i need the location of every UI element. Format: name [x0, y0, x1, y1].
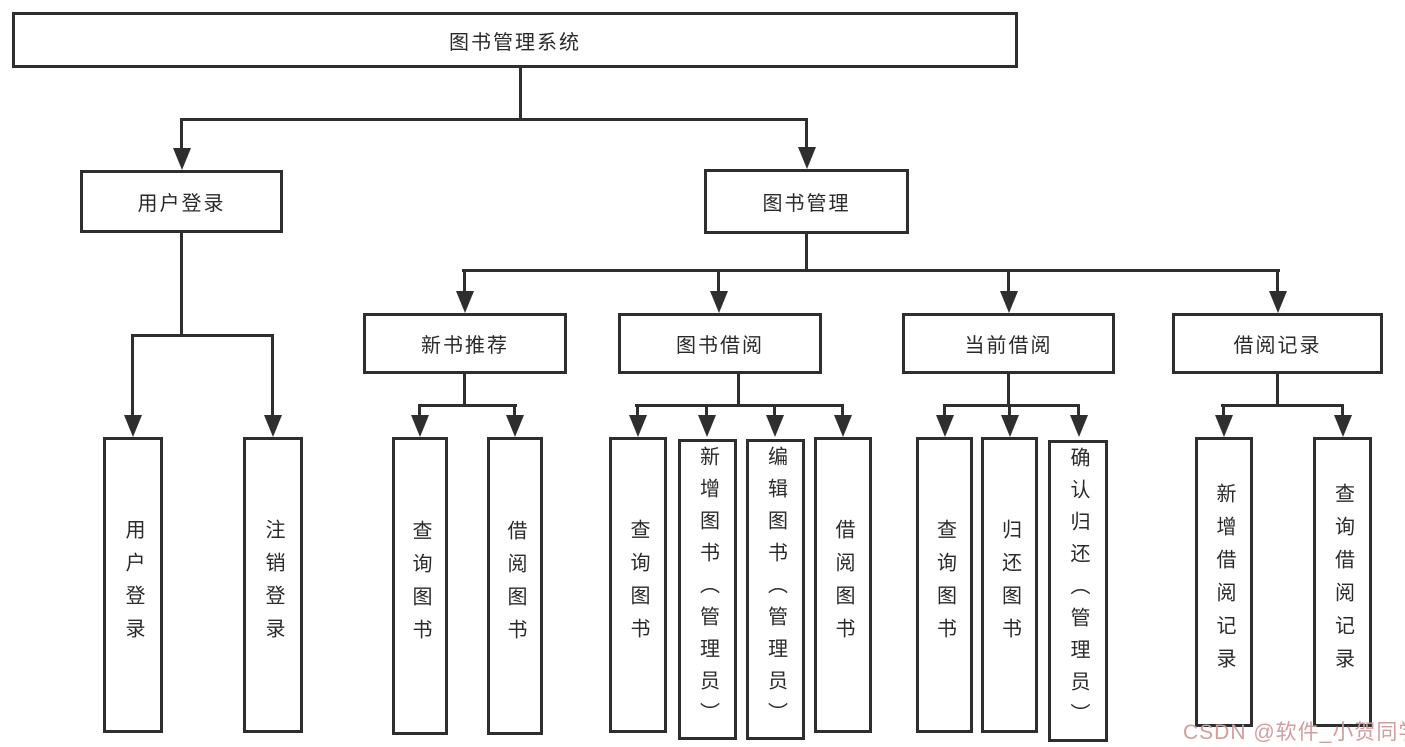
leaf-query-books-borrow: 查询图书: [609, 437, 667, 733]
connector-line: [805, 234, 808, 272]
connector-line: [773, 404, 776, 418]
connector-line: [519, 68, 522, 120]
connector-line: [805, 118, 808, 148]
arrowhead-down-icon: [710, 291, 728, 313]
leaf-query-books-current: 查询图书: [916, 437, 973, 733]
connector-line: [1222, 404, 1225, 418]
connector-line: [131, 334, 134, 416]
node-borrow-records-label: 借阅记录: [1233, 335, 1322, 357]
arrowhead-down-icon: [766, 415, 784, 437]
connector-line: [180, 118, 808, 121]
arrowhead-down-icon: [456, 291, 474, 313]
connector-line: [1276, 374, 1279, 407]
connector-line: [180, 118, 183, 148]
leaf-borrow-books-recommend: 借阅图书: [487, 437, 543, 735]
node-root: 图书管理系统: [12, 12, 1018, 68]
arrowhead-down-icon: [1000, 291, 1018, 313]
leaf-query-books-borrow-label: 查询图书: [627, 519, 649, 651]
leaf-query-borrow-record-label: 查询借阅记录: [1331, 483, 1354, 681]
leaf-user-login-label: 用户登录: [122, 519, 144, 651]
node-book-borrow: 图书借阅: [618, 313, 822, 374]
leaf-query-borrow-record: 查询借阅记录: [1313, 437, 1372, 727]
arrowhead-down-icon: [264, 415, 282, 437]
node-current-borrow: 当前借阅: [902, 313, 1115, 374]
arrowhead-down-icon: [1269, 291, 1287, 313]
leaf-edit-books-admin-label: 编辑图书（管理员）: [764, 445, 787, 734]
leaf-confirm-return-admin: 确认归还（管理员）: [1048, 440, 1108, 742]
csdn-watermark: CSDN @软件_小贺同学: [1183, 721, 1405, 744]
connector-line: [462, 269, 1280, 272]
leaf-query-books-recommend: 查询图书: [392, 437, 448, 735]
leaf-borrow-books-label: 借阅图书: [832, 519, 854, 651]
arrowhead-down-icon: [1334, 415, 1352, 437]
leaf-add-books-admin-label: 新增图书（管理员）: [696, 445, 719, 734]
connector-line: [943, 404, 946, 418]
node-book-management: 图书管理: [704, 169, 909, 234]
arrowhead-down-icon: [936, 415, 954, 437]
connector-line: [1007, 374, 1010, 407]
leaf-logout-label: 注销登录: [262, 519, 284, 651]
connector-line: [1007, 269, 1010, 293]
connector-line: [1077, 404, 1080, 418]
connector-line: [943, 404, 1080, 407]
connector-line: [1221, 404, 1343, 407]
node-root-label: 图书管理系统: [449, 31, 581, 54]
node-new-book-recommend: 新书推荐: [363, 313, 567, 374]
leaf-logout: 注销登录: [243, 437, 303, 733]
connector-line: [841, 404, 844, 418]
arrowhead-down-icon: [173, 148, 191, 170]
node-new-book-recommend-label: 新书推荐: [421, 335, 509, 357]
leaf-user-login: 用户登录: [103, 437, 163, 733]
arrowhead-down-icon: [1070, 415, 1088, 437]
connector-line: [737, 374, 740, 407]
leaf-borrow-books: 借阅图书: [814, 437, 872, 733]
arrowhead-down-icon: [798, 147, 816, 169]
connector-line: [1276, 269, 1279, 293]
connector-line: [1341, 404, 1344, 418]
node-user-login: 用户登录: [80, 170, 283, 233]
connector-line: [1008, 404, 1011, 418]
leaf-return-books-label: 归还图书: [998, 519, 1021, 651]
connector-line: [636, 404, 639, 418]
connector-line: [717, 269, 720, 293]
leaf-query-books-recommend-label: 查询图书: [409, 520, 431, 652]
leaf-add-books-admin: 新增图书（管理员）: [678, 439, 737, 740]
arrowhead-down-icon: [506, 415, 524, 437]
connector-line: [463, 269, 466, 293]
leaf-edit-books-admin: 编辑图书（管理员）: [746, 439, 805, 740]
node-user-login-label: 用户登录: [137, 193, 226, 215]
leaf-return-books: 归还图书: [981, 437, 1038, 733]
arrowhead-down-icon: [698, 415, 716, 437]
arrowhead-down-icon: [834, 415, 852, 437]
arrowhead-down-icon: [1215, 415, 1233, 437]
node-book-management-label: 图书管理: [762, 193, 851, 215]
arrowhead-down-icon: [411, 415, 429, 437]
connector-line: [180, 233, 183, 337]
connector-line: [463, 374, 466, 407]
connector-line: [271, 334, 274, 416]
node-book-borrow-label: 图书借阅: [676, 335, 764, 357]
arrowhead-down-icon: [629, 415, 647, 437]
connector-line: [513, 404, 516, 418]
leaf-confirm-return-admin-label: 确认归还（管理员）: [1067, 447, 1089, 735]
connector-line: [131, 334, 274, 337]
connector-line: [418, 404, 421, 418]
node-borrow-records: 借阅记录: [1172, 313, 1383, 374]
leaf-add-borrow-record: 新增借阅记录: [1195, 437, 1253, 727]
node-current-borrow-label: 当前借阅: [964, 335, 1053, 357]
arrowhead-down-icon: [1001, 415, 1019, 437]
connector-line: [705, 404, 708, 418]
arrowhead-down-icon: [124, 415, 142, 437]
leaf-query-books-current-label: 查询图书: [933, 519, 956, 651]
connector-line: [418, 404, 517, 407]
connector-line: [635, 404, 844, 407]
leaf-add-borrow-record-label: 新增借阅记录: [1213, 483, 1235, 681]
leaf-borrow-books-recommend-label: 借阅图书: [504, 520, 526, 652]
